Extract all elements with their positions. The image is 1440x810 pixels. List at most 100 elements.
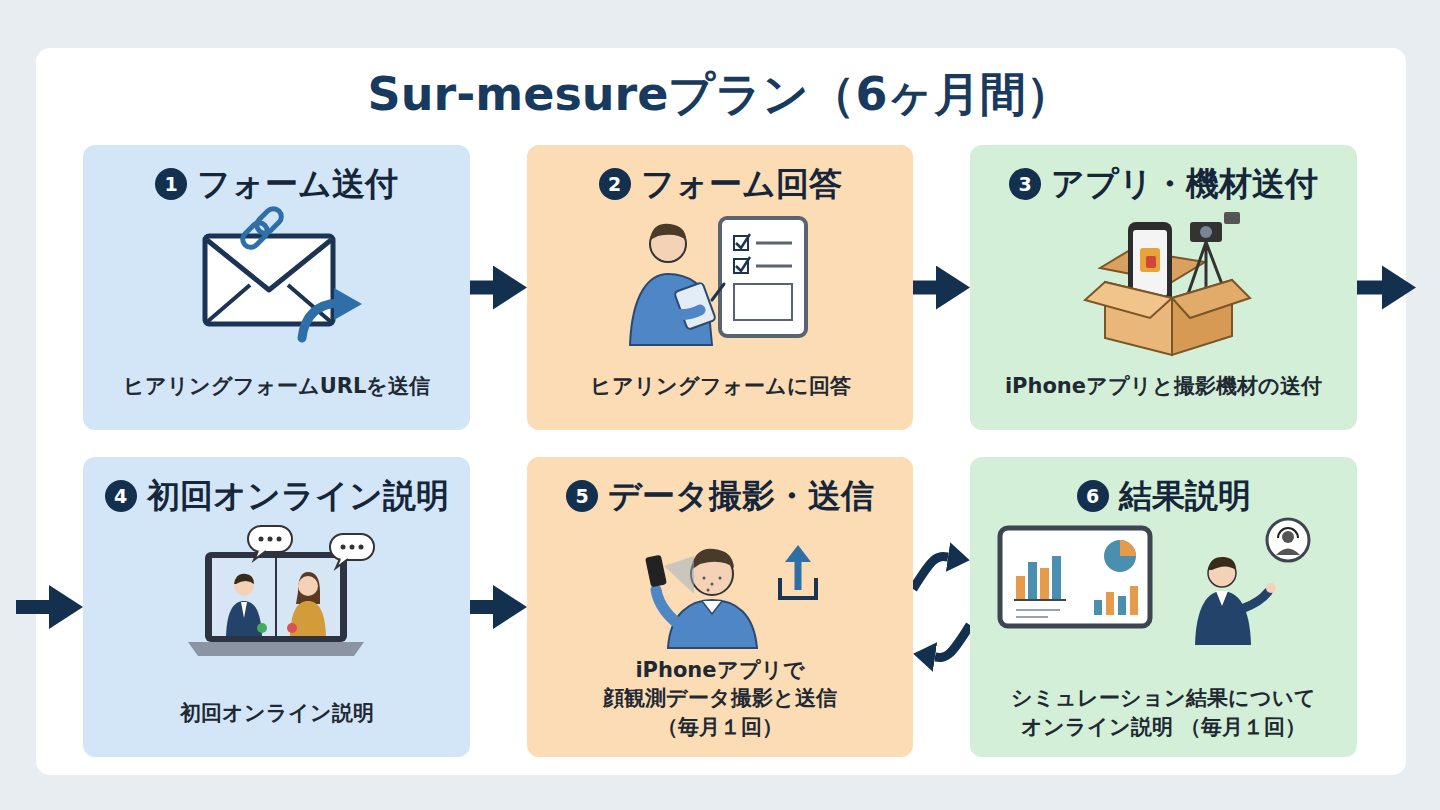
scan-beam [664,556,694,594]
speech-bubbles [330,534,374,560]
box-front [1172,280,1250,318]
envelope-icon [207,240,331,290]
tripod-camera-icon [1186,212,1240,300]
heading-row: 6結果説明 [1077,475,1251,518]
upload-icon [785,545,811,562]
heading-row: 5データ撮影・送信 [566,475,874,518]
step-description: iPhoneアプリで 顔観測データ撮影と送信 （毎月１回） [603,656,837,741]
link-icon [254,205,285,236]
presenter-figure [1208,559,1236,587]
tablet-form-icon [734,259,748,273]
send-arrow-icon [334,288,362,320]
phone-icon [645,555,667,588]
body-area: シミュレーション結果について オンライン説明 （毎月１回） [1011,684,1316,741]
phone-icon [1140,248,1160,272]
box-back [1100,250,1205,282]
phone-icon [645,555,667,588]
step-box: 6結果説明シミュレーション結果について オンライン説明 （毎月１回） [970,457,1357,757]
support-icon [1282,531,1294,543]
diagram-title: Sur-mesureプラン（6ヶ月間） [368,64,1073,126]
tablet-chart-icon [1052,556,1061,600]
tablet-chart-icon [1130,586,1138,615]
step-number: 2 [599,168,631,200]
woman-figure [298,576,318,596]
send-arrow-icon [302,288,362,338]
step-heading: フォーム回答 [641,163,842,206]
heading-row: 3アプリ・機材送付 [1009,163,1318,206]
step-heading: 初回オンライン説明 [147,475,449,518]
step-number: 1 [155,168,187,200]
wrap-arrowhead [1382,266,1416,310]
person-figure [719,577,722,580]
person-figure [711,583,714,586]
speech-bubbles [359,545,364,550]
speech-bubbles [248,526,374,568]
man-figure [226,601,262,636]
step-box: 3アプリ・機材送付 iPhoneアプリと撮影機材の送付 [970,145,1357,430]
laptop-icon [205,552,347,642]
person-figure [691,553,733,595]
link-icon [239,205,284,250]
man-figure [241,602,247,618]
envelope-icon [207,285,331,322]
heading-row: 4 初回オンライン説明 [105,475,449,518]
speech-bubbles [336,559,348,568]
step-box: 5データ撮影・送信 iPhoneアプリで 顔観測データ撮影と送信 （毎月１回） [527,457,913,757]
laptop-icon [188,642,364,656]
person-figure [674,282,716,330]
woman-figure [290,601,326,636]
person-figure [707,589,710,592]
link-icon [239,220,270,251]
tablet-form-icon [736,257,750,271]
flow-arrow [913,281,936,295]
speech-bubbles [268,537,273,542]
step-number: 4 [105,480,137,512]
envelope-icon [205,236,333,324]
tablet-chart-icon [1016,576,1025,600]
presenter-figure [1195,557,1276,645]
person-figure [712,284,724,300]
step-heading: データ撮影・送信 [608,475,874,518]
laptop-icon [212,558,340,636]
woman-figure [287,623,297,633]
support-icon [1267,519,1309,561]
tablet-chart-icon [1014,599,1066,601]
phone-icon [1128,222,1172,304]
body-area: ヒアリングフォームURLを送信 [123,372,431,400]
phone-icon [1133,230,1167,296]
presenter-figure [1195,591,1251,645]
step-description: 初回オンライン説明 [180,699,374,727]
cycle-arrow [913,557,948,589]
man-figure [234,576,254,596]
person-figure [656,590,684,628]
step-box: 1フォーム送付ヒアリングフォームURLを送信 [83,145,470,430]
step-box: 4初回オンライン説明初回オンライン説明 [83,457,470,757]
tablet-chart-icon [1016,610,1060,617]
person-figure [650,226,686,262]
tablet-form-icon [756,243,792,266]
step-description: ヒアリングフォームに回答 [590,372,851,400]
tablet-chart-icon [1120,540,1136,556]
scan-beam [664,556,694,594]
tablet-chart-icon [1028,562,1037,600]
phone-icon [1128,222,1172,304]
man-figure [226,574,267,636]
presenter-figure [1244,592,1268,608]
heading-row: 2 フォーム回答 [599,163,842,206]
body-area: ヒアリングフォームに回答 [590,372,851,400]
step-number: 3 [1009,168,1041,200]
heading-row: 1フォーム送付 [155,163,398,206]
person-figure [656,549,757,648]
tablet-form-icon [734,236,748,250]
presenter-figure [1208,557,1236,570]
person-figure [662,310,700,315]
upload-icon [780,545,816,598]
speech-bubbles [254,551,266,560]
woman-figure [296,572,320,604]
body-area: iPhoneアプリと撮影機材の送付 [1005,372,1322,400]
upload-icon [780,578,816,598]
tripod-camera-icon [1186,242,1228,300]
tripod-camera-icon [1200,226,1212,238]
laptop-icon [275,558,277,636]
